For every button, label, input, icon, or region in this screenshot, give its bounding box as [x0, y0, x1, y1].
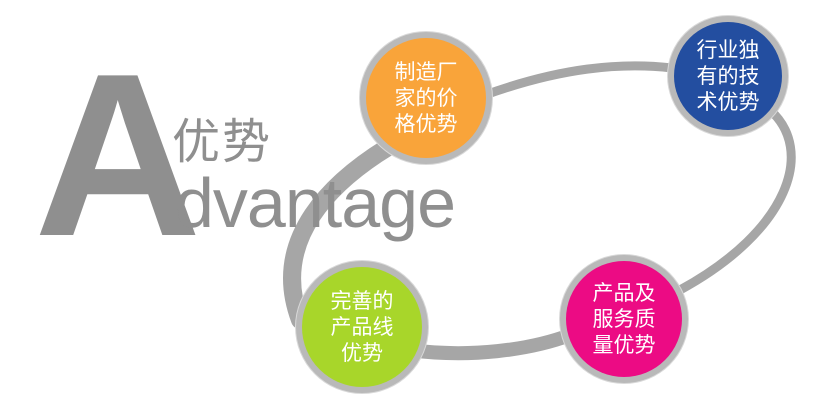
node-label: 完善的 产品线 优势: [330, 289, 394, 365]
title-chinese: 优势: [172, 114, 273, 170]
node-label: 行业独 有的技 术优势: [696, 38, 760, 114]
node-product-line: 完善的 产品线 优势: [302, 267, 422, 387]
node-label: 产品及 服务质 量优势: [592, 281, 656, 357]
node-label: 制造厂 家的价 格优势: [394, 60, 458, 136]
node-product-service-quality: 产品及 服务质 量优势: [566, 261, 682, 377]
title-letter-a: A: [34, 26, 202, 285]
title-english: dvantage: [175, 164, 456, 242]
node-manufacturer-price: 制造厂 家的价 格优势: [366, 38, 486, 158]
node-unique-technology: 行业独 有的技 术优势: [674, 22, 782, 130]
